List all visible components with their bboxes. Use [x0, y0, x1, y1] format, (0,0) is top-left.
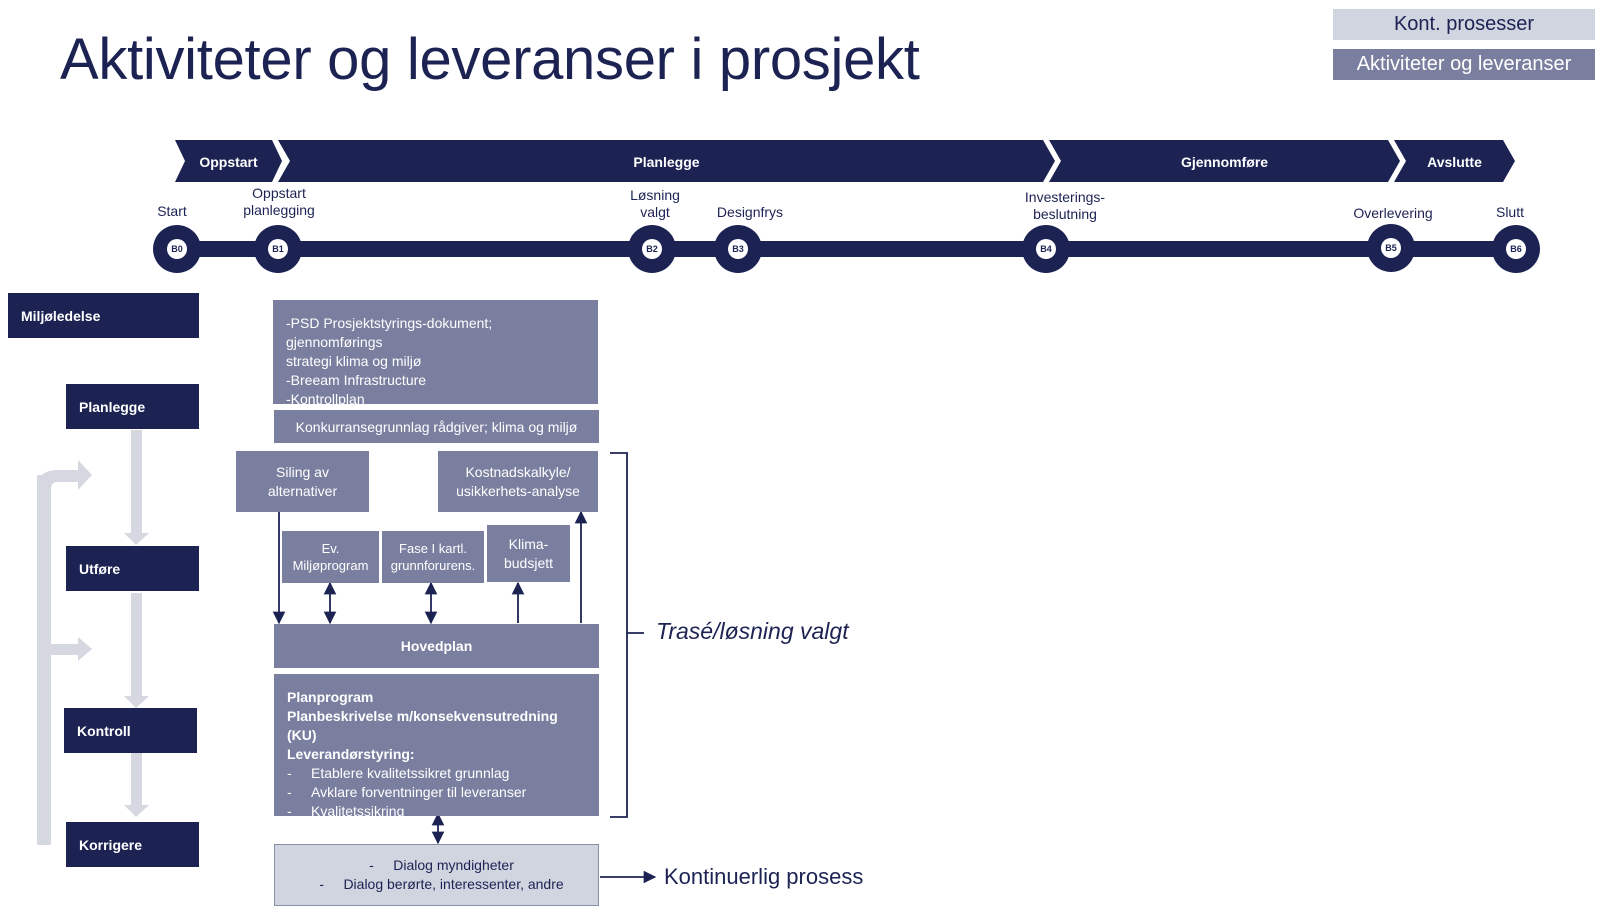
planprogram-line: Leverandørstyring: — [287, 746, 415, 762]
milestone-b2: B2 — [628, 225, 676, 273]
phase-oppstart: Oppstart — [199, 153, 258, 170]
phase-avslutte: Avslutte — [1427, 153, 1482, 170]
milestone-id: B3 — [728, 239, 748, 259]
milestone-label-b0: Start — [157, 203, 187, 219]
milestone-b0: B0 — [153, 225, 201, 273]
box-siling: Siling av alternativer — [236, 451, 369, 512]
phase-chevron-planlegge — [278, 140, 1055, 182]
milestone-label-b3: Designfrys — [716, 204, 784, 220]
phase-chevron-avslutte — [1394, 140, 1515, 182]
planprogram-line: Planprogram — [287, 689, 374, 705]
process-arrows — [37, 430, 149, 845]
milestone-b4: B4 — [1022, 225, 1070, 273]
side-utfore: Utføre — [66, 546, 199, 591]
milestone-id: B0 — [167, 239, 187, 259]
box-konkurransegrunnlag: Konkurransegrunnlag rådgiver; klima og m… — [274, 410, 599, 443]
milestone-b3: B3 — [714, 225, 762, 273]
page-title: Aktiviteter og leveranser i prosjekt — [60, 27, 920, 92]
note-kontinuerlig: Kontinuerlig prosess — [664, 864, 864, 889]
list-item: - Dialog berørte, interessenter, andre — [319, 876, 564, 892]
box-klimabudsjett: Klima- budsjett — [487, 525, 570, 582]
milestone-label-b5: Overlevering — [1353, 205, 1433, 221]
box-planprogram: Planprogram Planbeskrivelse m/konsekvens… — [274, 674, 599, 819]
note-trase: Trasé/løsning valgt — [656, 618, 849, 644]
box-fase1: Fase I kartl. grunnforurens. — [382, 531, 484, 583]
box-psd: -PSD Prosjektstyrings-dokument; gjennomf… — [273, 300, 598, 407]
phase-chevron-gjennomfore — [1049, 140, 1400, 182]
planprogram-line: Planbeskrivelse m/konsekvensutredning (K… — [287, 708, 558, 743]
list-item: -Etablere kvalitetssikret grunnlag — [287, 765, 510, 781]
bracket — [610, 452, 628, 818]
side-miljoledelse: Miljøledelse — [8, 293, 199, 338]
milestone-label-b1: Oppstart planlegging — [243, 185, 315, 218]
milestone-b5: B5 — [1367, 224, 1415, 272]
side-planlegge: Planlegge — [66, 384, 199, 429]
milestone-id: B4 — [1036, 239, 1056, 259]
milestone-label-b2: Løsning valgt — [630, 187, 680, 220]
milestone-b1: B1 — [254, 225, 302, 273]
milestone-id: B5 — [1381, 238, 1401, 258]
phase-chevron-oppstart — [175, 140, 282, 182]
milestone-label-b6: Slutt — [1495, 204, 1524, 220]
milestone-id: B1 — [268, 239, 288, 259]
list-item: - Dialog myndigheter — [369, 857, 514, 873]
phase-gjennomfore: Gjennomføre — [1180, 153, 1269, 170]
box-kostnadskalkyle: Kostnadskalkyle/ usikkerhets-analyse — [438, 451, 598, 512]
milestone-label-b4: Investerings- beslutning — [1024, 189, 1106, 222]
milestone-b6: B6 — [1492, 225, 1540, 273]
box-hovedplan: Hovedplan — [274, 624, 599, 668]
milestone-id: B2 — [642, 239, 662, 259]
legend-kont-prosesser: Kont. prosesser — [1333, 9, 1595, 40]
timeline-bar — [176, 241, 1516, 257]
box-dialog: - Dialog myndigheter - Dialog berørte, i… — [274, 844, 599, 906]
list-item: -Kvalitetssikring — [287, 803, 405, 819]
side-kontroll: Kontroll — [64, 708, 197, 753]
milestone-id: B6 — [1506, 239, 1526, 259]
legend-aktiviteter: Aktiviteter og leveranser — [1333, 49, 1595, 80]
list-item: -Avklare forventninger til leveranser — [287, 784, 527, 800]
box-miljoprogram: Ev. Miljøprogram — [282, 531, 379, 583]
side-korrigere: Korrigere — [66, 822, 199, 867]
phase-planlegge: Planlegge — [633, 153, 700, 170]
